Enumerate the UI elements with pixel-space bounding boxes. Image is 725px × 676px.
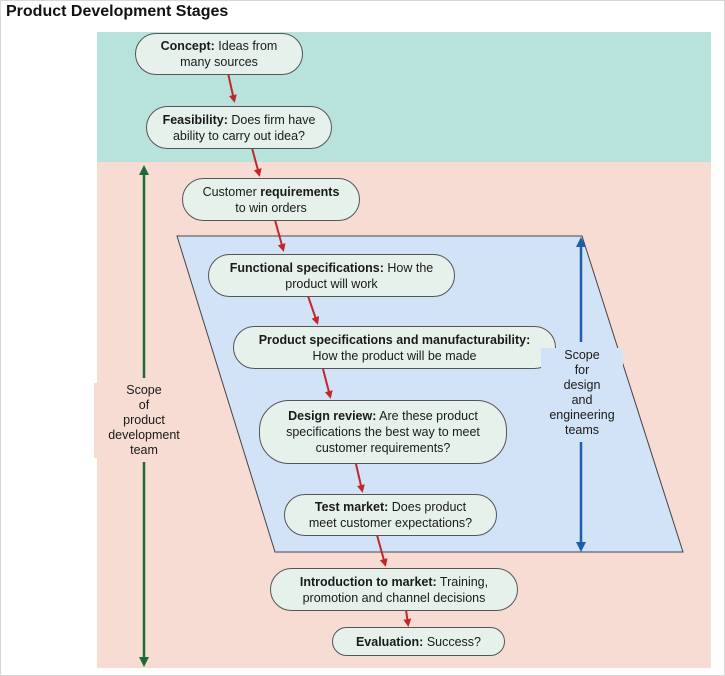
stage-feasibility: Feasibility: Does firm have ability to c… <box>146 106 332 149</box>
stage-customer-requirements: Customer requirements to win orders <box>182 178 360 221</box>
flow-arrow-7 <box>376 534 388 567</box>
flow-arrow-4 <box>307 295 320 325</box>
stage-concept: Concept: Ideas from many sources <box>135 33 303 75</box>
stage-test-market: Test market: Does product meet customer … <box>284 494 497 536</box>
flow-arrow-2 <box>251 147 262 177</box>
flow-arrow-1 <box>227 72 237 103</box>
stage-product-specifications: Product specifications and manufacturabi… <box>233 326 556 369</box>
design-scope-parallelogram <box>176 235 684 553</box>
flow-arrow-5 <box>322 368 333 399</box>
stage-evaluation: Evaluation: Success? <box>332 627 505 656</box>
flow-arrow-3 <box>274 219 286 252</box>
stage-introduction-to-market: Introduction to market: Training, promot… <box>270 568 518 611</box>
design-team-scope-label: Scope for design and engineering teams <box>541 348 623 438</box>
flow-arrow-8 <box>403 609 412 627</box>
diagram-title: Product Development Stages <box>6 3 229 20</box>
stage-functional-specifications: Functional specifications: How the produ… <box>208 254 455 297</box>
stage-design-review: Design review: Are these product specifi… <box>259 400 507 464</box>
product-team-scope-label: Scope of product development team <box>94 383 194 458</box>
flow-arrow-6 <box>355 463 365 493</box>
